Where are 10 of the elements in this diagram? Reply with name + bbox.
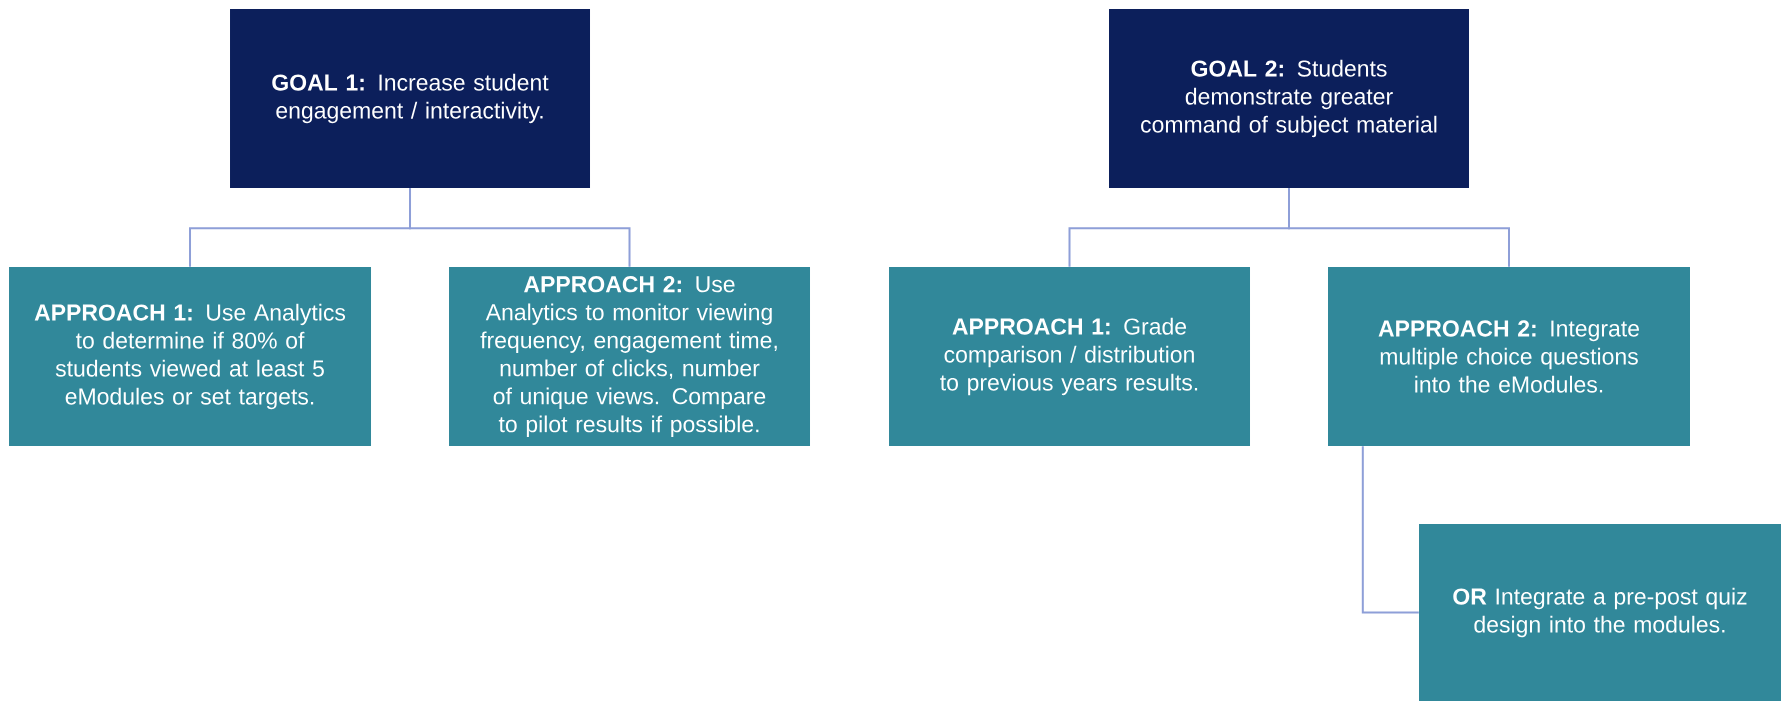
connector: [409, 187, 631, 268]
approach-box: APPROACH 2: Integrate multiple choice questions into the eModules.: [1328, 267, 1690, 446]
goal-box: GOAL 2: Students demonstrate greater command of subject material: [1109, 9, 1469, 188]
approach-box: APPROACH 1: Grade comparison / distribution to previous years results.: [889, 267, 1250, 446]
connector: [1288, 187, 1510, 268]
approach-box: OR Integrate a pre-post quiz design into the modules.: [1419, 524, 1781, 701]
goal-box: GOAL 1: Increase student engagement / interactivity.: [230, 9, 590, 188]
approach-box: APPROACH 2: Use Analytics to monitor viewing frequency, engagement time, number of clicks, number of unique views. Compare to pilot results if possible.: [449, 267, 810, 446]
connector: [1361, 445, 1420, 614]
approach-box: APPROACH 1: Use Analytics to determine if 80% of students viewed at least 5 eModules or set targets.: [9, 267, 371, 446]
